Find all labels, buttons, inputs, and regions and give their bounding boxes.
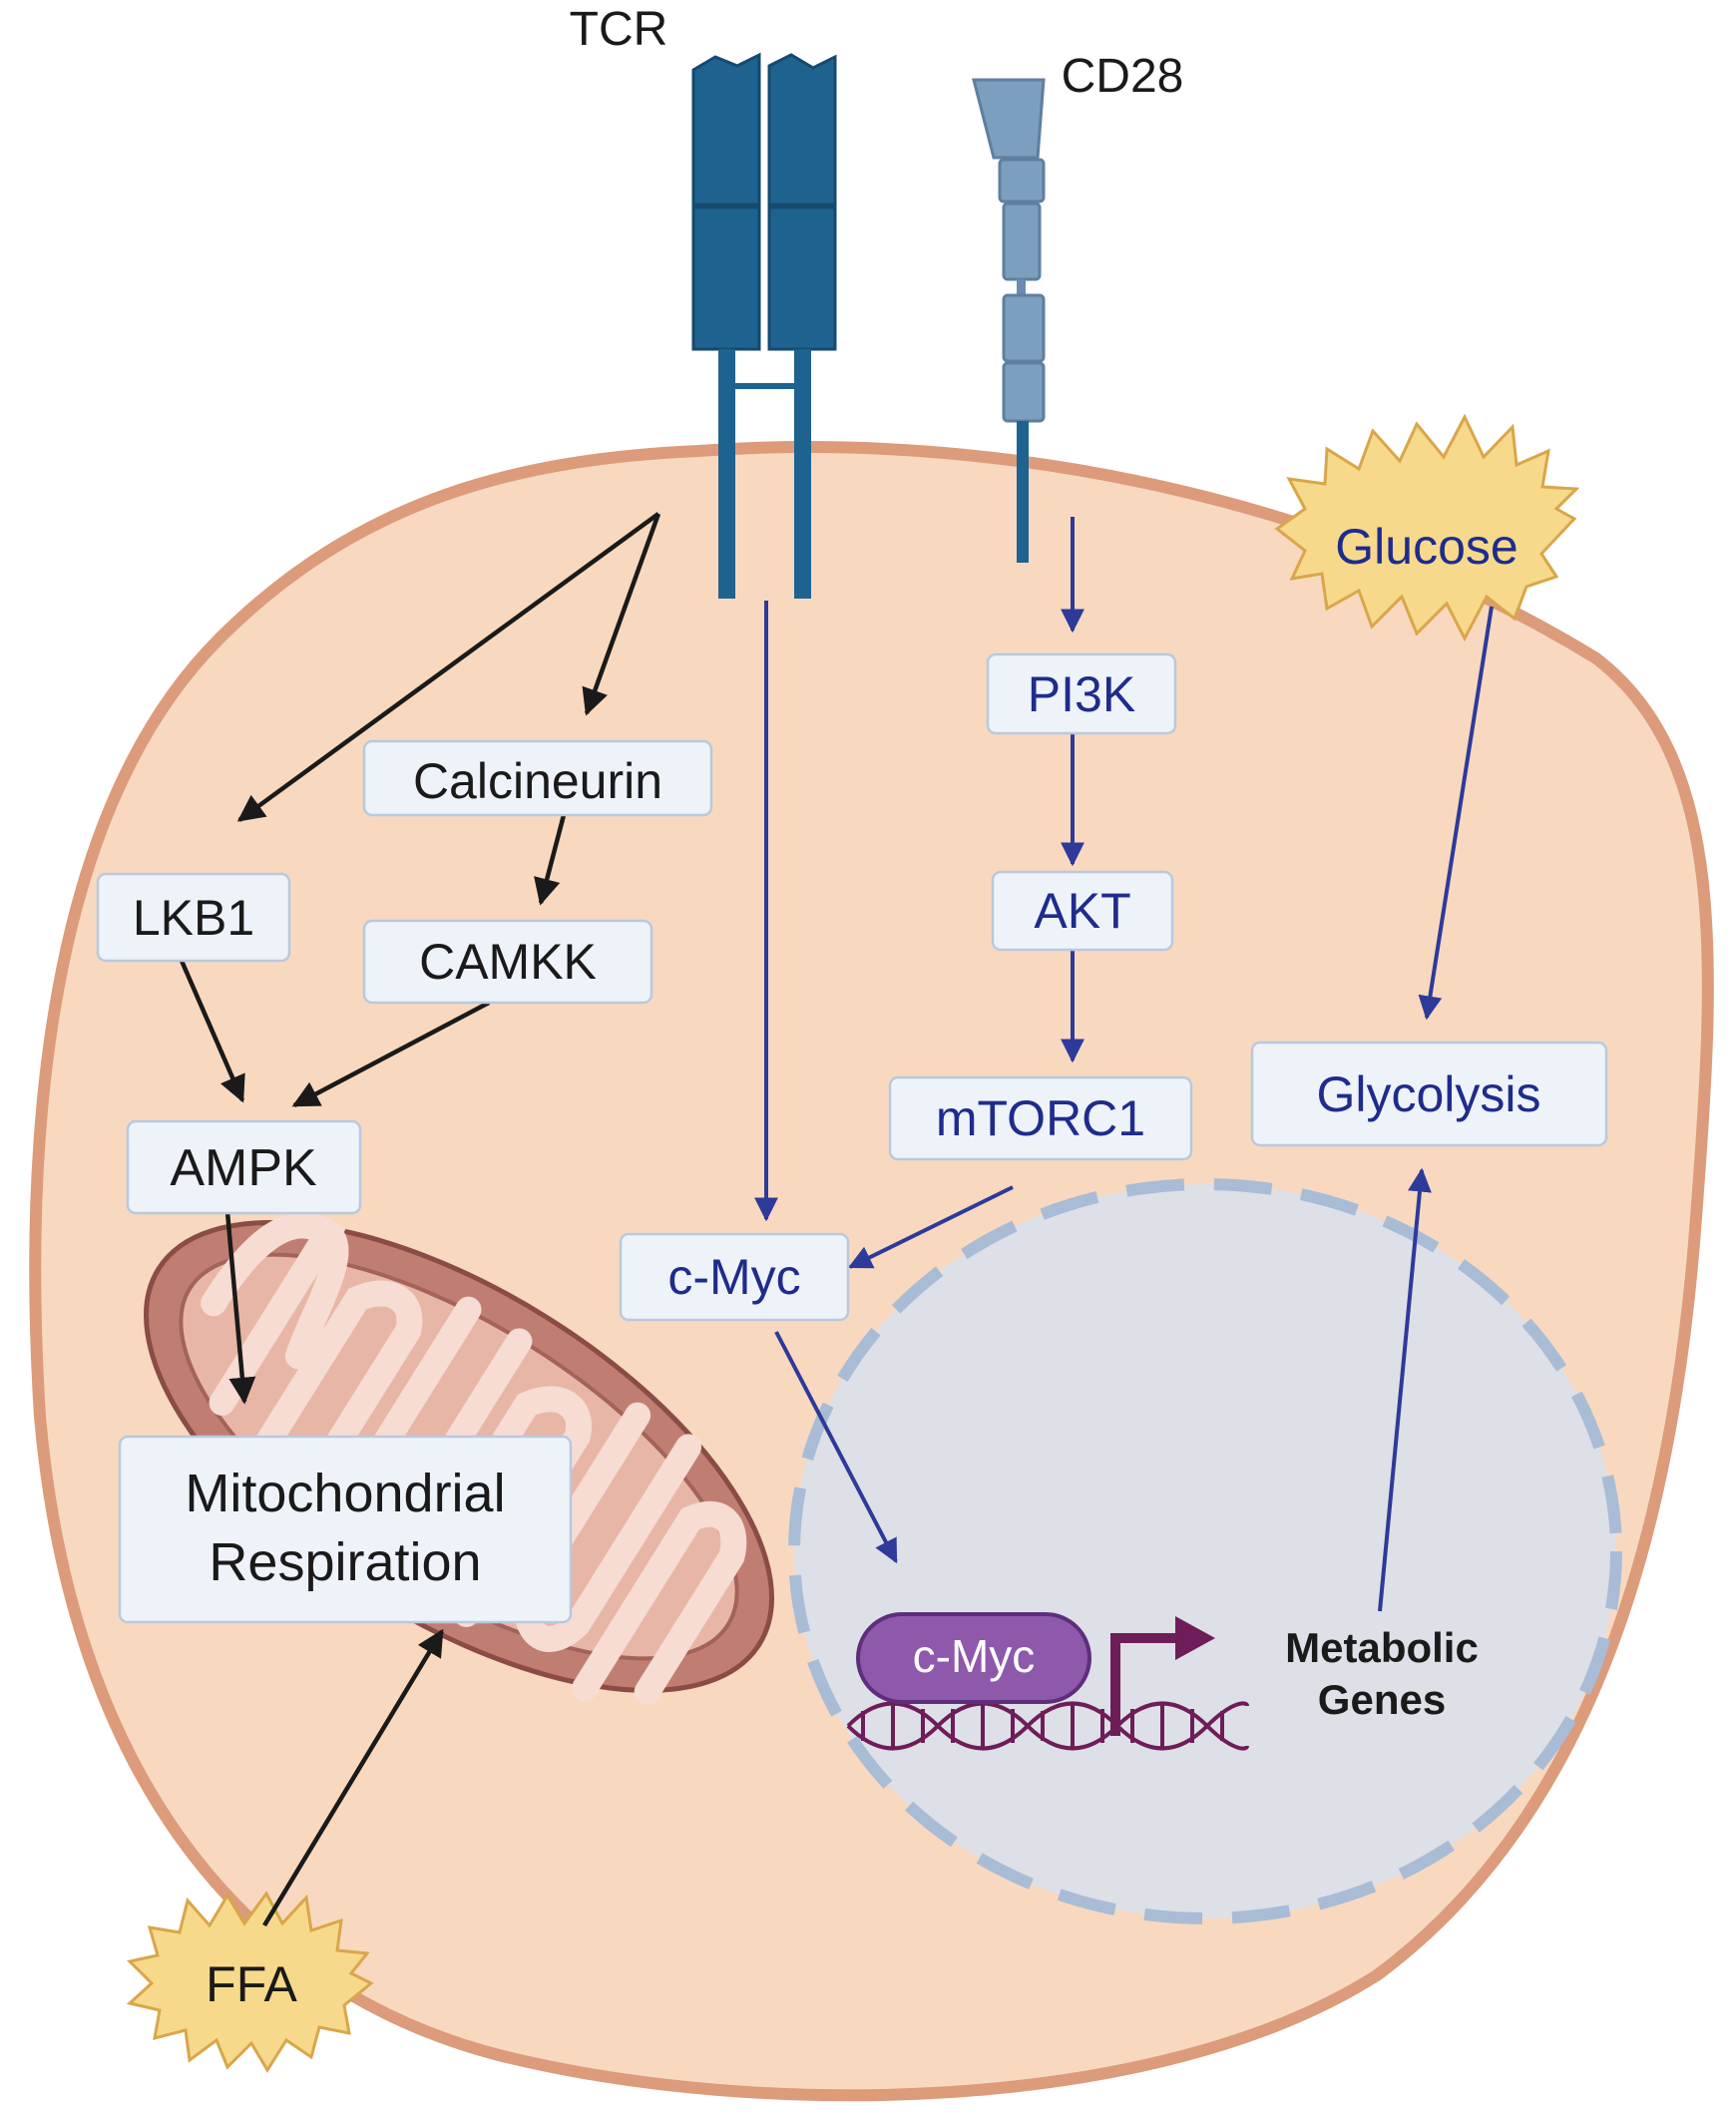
ampk-box xyxy=(126,1119,362,1215)
lkb1-label: LKB1 xyxy=(133,890,254,946)
mtorc1-label: mTORC1 xyxy=(936,1090,1145,1146)
pi3k-label: PI3K xyxy=(1028,666,1135,722)
cmyc-dna-pill xyxy=(856,1612,1091,1704)
arrow-genes-to-glycolysis xyxy=(1378,1167,1432,1612)
arrow-tcr-to-lkb1 xyxy=(236,512,660,822)
ffa-label: FFA xyxy=(206,1956,297,2012)
akt-label: AKT xyxy=(1034,883,1130,939)
dna-helix xyxy=(846,1701,1249,1751)
akt-box xyxy=(991,870,1174,952)
transcription-start-arrow xyxy=(1110,1616,1215,1736)
arrow-tcr-to-calcineurin xyxy=(582,513,661,716)
metabolic-genes-line1: Metabolic xyxy=(1285,1624,1479,1671)
arrow-cmyc-to-gene xyxy=(774,1331,898,1564)
cmyc-box xyxy=(619,1232,850,1322)
glycolysis-label: Glycolysis xyxy=(1316,1066,1540,1122)
calcineurin-label: Calcineurin xyxy=(413,753,662,809)
pi3k-box xyxy=(986,652,1177,735)
arrow-glucose-to-glycolysis xyxy=(1418,606,1494,1021)
glucose-label: Glucose xyxy=(1335,519,1518,575)
tcr-receptor xyxy=(691,52,837,599)
cd28-receptor xyxy=(972,78,1046,563)
calcineurin-box xyxy=(362,739,713,817)
tcr-label: TCR xyxy=(570,3,668,56)
metabolic-genes-line2: Genes xyxy=(1318,1676,1446,1723)
lkb1-box xyxy=(96,872,291,963)
ffa-starburst xyxy=(126,1891,374,2073)
glucose-starburst xyxy=(1274,413,1580,642)
ampk-label: AMPK xyxy=(170,1139,317,1197)
arrow-ffa-to-mito xyxy=(262,1628,444,1927)
arrow-ampk-to-mito xyxy=(224,1211,256,1405)
glycolysis-box xyxy=(1250,1041,1608,1147)
mito-respiration-line1: Mitochondrial xyxy=(185,1464,505,1523)
nucleus xyxy=(788,1178,1622,1924)
arrow-lkb1-to-ampk xyxy=(179,960,245,1103)
cmyc-dna-label: c-Myc xyxy=(913,1630,1036,1682)
cmyc-label: c-Myc xyxy=(667,1249,800,1305)
mito-respiration-box xyxy=(118,1435,573,1624)
arrow-calcineurin-to-camkk xyxy=(534,814,567,906)
mito-respiration-line2: Respiration xyxy=(209,1532,481,1592)
camkk-box xyxy=(362,919,653,1005)
arrow-mtorc1-to-cmyc xyxy=(847,1185,1014,1269)
cd28-label: CD28 xyxy=(1062,50,1184,103)
arrow-camkk-to-ampk xyxy=(291,1001,491,1107)
camkk-label: CAMKK xyxy=(419,934,597,990)
mtorc1-box xyxy=(888,1075,1193,1161)
